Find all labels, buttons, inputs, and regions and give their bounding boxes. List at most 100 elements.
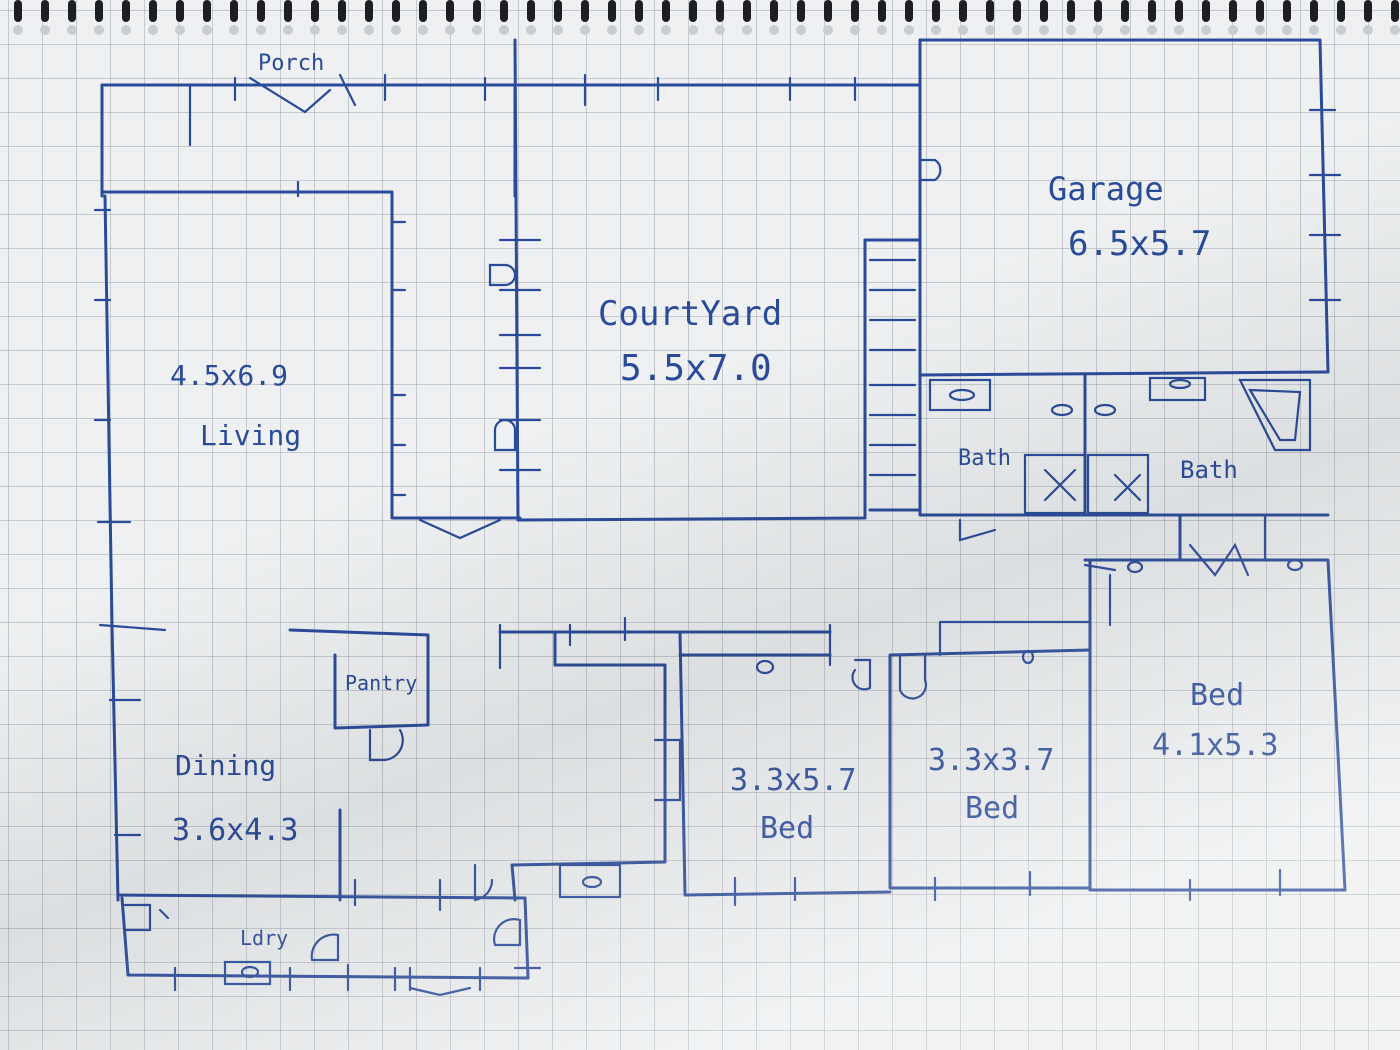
binding-hole: [1282, 25, 1292, 35]
binding-ring: [1256, 0, 1264, 22]
binding-ring: [203, 0, 211, 22]
binding-ring: [1310, 0, 1318, 22]
binding-ring: [338, 0, 346, 22]
binding-hole: [256, 25, 266, 35]
binding-hole: [1201, 25, 1211, 35]
binding-hole: [283, 25, 293, 35]
stair: [863, 238, 922, 512]
binding-hole: [796, 25, 806, 35]
bed2-name-label: Bed: [965, 791, 1019, 826]
binding-ring: [1121, 0, 1129, 22]
binding-hole: [310, 25, 320, 35]
binding-hole: [1363, 25, 1373, 35]
living-room-walls: [93, 180, 522, 902]
dining-name-label: Dining: [175, 749, 276, 782]
bed3-walls: [1083, 513, 1347, 902]
binding-ring: [554, 0, 562, 22]
binding-hole: [580, 25, 590, 35]
bed2-dims-label: 3.3x3.7: [928, 743, 1054, 778]
bed3-name-label: Bed: [1190, 678, 1244, 713]
binding-hole: [445, 25, 455, 35]
binding-hole: [823, 25, 833, 35]
binding-hole: [229, 25, 239, 35]
courtyard-walls: [488, 38, 922, 522]
binding-hole: [985, 25, 995, 35]
binding-ring: [1283, 0, 1291, 22]
binding-ring: [1013, 0, 1021, 22]
binding-hole: [175, 25, 185, 35]
bed1-dims-label: 3.3x5.7: [730, 763, 856, 798]
binding-hole: [553, 25, 563, 35]
binding-hole: [67, 25, 77, 35]
binding-hole: [1039, 25, 1049, 35]
bath2-label: Bath: [1180, 456, 1238, 484]
bath-walls: [918, 373, 1330, 562]
binding-hole: [850, 25, 860, 35]
binding-ring: [986, 0, 994, 22]
garage-dims-label: 6.5x5.7: [1068, 224, 1211, 264]
binding-hole: [742, 25, 752, 35]
binding-hole: [1336, 25, 1346, 35]
binding-ring: [851, 0, 859, 22]
binding-hole: [1309, 25, 1319, 35]
binding-ring: [122, 0, 130, 22]
pantry-walls: [288, 628, 430, 762]
binding-hole: [715, 25, 725, 35]
binding-hole: [364, 25, 374, 35]
binding-hole: [40, 25, 50, 35]
bed3-dims-label: 4.1x5.3: [1152, 728, 1278, 763]
binding-hole: [202, 25, 212, 35]
binding-ring: [608, 0, 616, 22]
binding-ring: [662, 0, 670, 22]
binding-hole: [13, 25, 23, 35]
binding-hole: [1390, 25, 1400, 35]
binding-hole: [1147, 25, 1157, 35]
binding-ring: [1364, 0, 1372, 22]
binding-hole: [499, 25, 509, 35]
binding-ring: [905, 0, 913, 22]
binding-ring: [149, 0, 157, 22]
binding-ring: [1175, 0, 1183, 22]
binding-hole: [148, 25, 158, 35]
binding-hole: [1174, 25, 1184, 35]
kitchen-walls: [498, 616, 682, 902]
binding-ring: [392, 0, 400, 22]
binding-ring: [1094, 0, 1102, 22]
binding-ring: [419, 0, 427, 22]
courtyard-name-label: CourtYard: [598, 294, 782, 334]
porch-walls: [100, 73, 517, 198]
binding-ring: [959, 0, 967, 22]
binding-hole: [1066, 25, 1076, 35]
binding-hole: [1120, 25, 1130, 35]
binding-hole: [634, 25, 644, 35]
binding-ring: [635, 0, 643, 22]
binding-ring: [770, 0, 778, 22]
binding-hole: [1228, 25, 1238, 35]
binding-ring: [716, 0, 724, 22]
binding-ring: [689, 0, 697, 22]
binding-ring: [1337, 0, 1345, 22]
bath1-label: Bath: [958, 446, 1011, 471]
binding-hole: [94, 25, 104, 35]
binding-ring: [176, 0, 184, 22]
dining-dims-label: 3.6x4.3: [172, 813, 298, 848]
binding-hole: [958, 25, 968, 35]
binding-hole: [1255, 25, 1265, 35]
binding-ring: [932, 0, 940, 22]
binding-ring: [500, 0, 508, 22]
laundry-label: Ldry: [240, 926, 288, 950]
garage-name-label: Garage: [1048, 170, 1164, 208]
binding-ring: [1040, 0, 1048, 22]
binding-hole: [472, 25, 482, 35]
binding-ring: [14, 0, 22, 22]
binding-hole: [1093, 25, 1103, 35]
binding-hole: [418, 25, 428, 35]
courtyard-dims-label: 5.5x7.0: [620, 348, 772, 389]
binding-ring: [257, 0, 265, 22]
bed1-name-label: Bed: [760, 811, 814, 846]
binding-hole: [904, 25, 914, 35]
binding-ring: [1229, 0, 1237, 22]
dining-walls: [108, 698, 527, 912]
binding-ring: [284, 0, 292, 22]
binding-hole: [526, 25, 536, 35]
